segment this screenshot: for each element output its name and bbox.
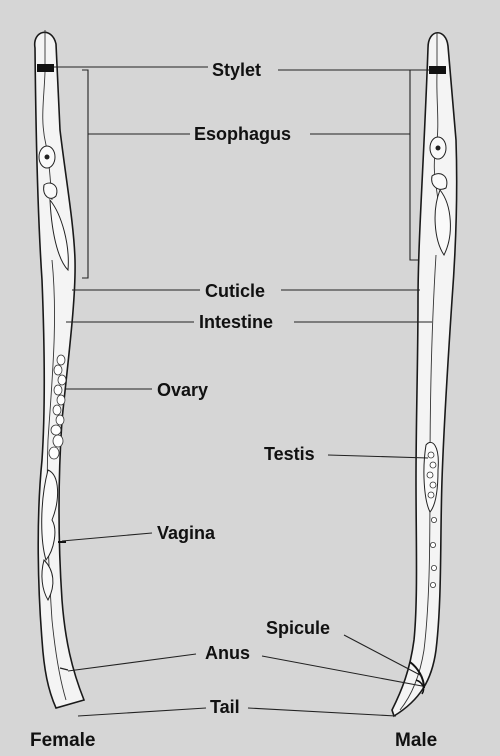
male-testis [423, 441, 439, 589]
male-bursa [415, 679, 425, 695]
female-stylet-knobs [37, 64, 54, 72]
sperm-cell [429, 542, 436, 549]
male-esophagus-bracket [409, 69, 418, 261]
tail-leader-right [247, 707, 397, 717]
ovary-cell [50, 424, 62, 436]
testis-leader [327, 454, 429, 459]
testis-cell [427, 491, 435, 499]
male-esophageal-gland [434, 189, 451, 256]
label-tail: Tail [210, 697, 240, 717]
label-esophagus: Esophagus [194, 124, 291, 144]
male-nerve-ring [431, 173, 448, 190]
female-worm [34, 30, 86, 709]
testis-cell [427, 451, 435, 459]
male-bulb-valve [435, 145, 441, 151]
label-male: Male [395, 730, 437, 751]
male-stylet-knobs [429, 66, 446, 74]
female-anus-mark [59, 667, 69, 671]
female-bulb-valve [44, 154, 50, 160]
ovary-cell [52, 404, 62, 416]
ovary-cell [55, 414, 65, 426]
ovary-cell [52, 434, 64, 448]
sperm-cell [429, 582, 436, 589]
testis-cell [429, 481, 437, 489]
ovary-cell [53, 384, 63, 396]
label-ovary: Ovary [157, 380, 208, 400]
female-egg-mass [41, 559, 54, 602]
label-stylet: Stylet [212, 60, 261, 80]
label-anus: Anus [205, 643, 250, 663]
female-nerve-ring [43, 182, 58, 199]
label-intestine: Intestine [199, 312, 273, 332]
label-testis: Testis [264, 444, 315, 464]
sperm-cell [430, 565, 437, 572]
female-uterus [41, 469, 58, 562]
testis-cell [426, 471, 434, 479]
anus-leader-right [261, 655, 423, 687]
leader-lines [54, 66, 432, 717]
anus-leader-left [67, 653, 197, 672]
female-esophagus-tube [42, 71, 53, 201]
vagina-leader [61, 532, 153, 542]
female-ovary [41, 354, 67, 602]
ovary-cell [56, 394, 66, 406]
label-vagina: Vagina [157, 523, 216, 543]
sperm-cell [430, 517, 437, 524]
male-body-outline [391, 31, 458, 718]
spicule-leader [343, 634, 423, 677]
ovary-cell [53, 364, 63, 376]
ovary-cell [48, 446, 60, 460]
label-female: Female [30, 730, 95, 751]
labels: Stylet Esophagus Cuticle Intestine Ovary… [30, 60, 437, 751]
ovary-cell [56, 354, 66, 366]
label-cuticle: Cuticle [205, 281, 265, 301]
testis-cell [429, 461, 437, 469]
male-spicule [409, 661, 425, 689]
label-spicule: Spicule [266, 618, 330, 638]
tail-leader-left [77, 707, 207, 717]
female-esophagus-bracket [82, 69, 89, 279]
male-worm [391, 31, 458, 718]
ovary-cell [57, 374, 67, 386]
female-esophageal-gland [49, 198, 69, 272]
